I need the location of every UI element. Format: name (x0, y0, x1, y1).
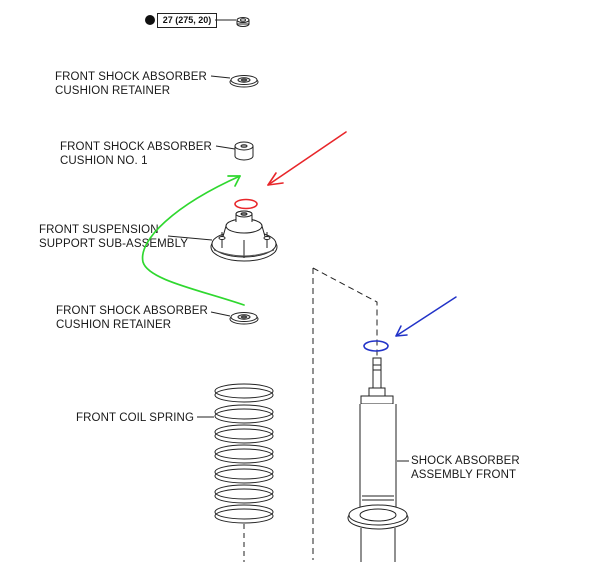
green-annotation (141, 175, 245, 306)
label-cushion-no1-1: FRONT SHOCK ABSORBER (60, 141, 212, 153)
leader-retainer-upper (210, 75, 231, 79)
label-cushion-retainer-upper-2: CUSHION RETAINER (55, 85, 171, 97)
shock-absorber-part (347, 357, 409, 562)
label-coil-spring: FRONT COIL SPRING (76, 412, 194, 424)
leader-cushion-no1 (215, 145, 236, 150)
guide-line-diagonal (312, 267, 378, 360)
label-cushion-retainer-upper-1: FRONT SHOCK ABSORBER (55, 71, 207, 83)
label-shock-1: SHOCK ABSORBER (411, 455, 520, 467)
label-support-1: FRONT SUSPENSION (39, 224, 159, 236)
suspension-support-part (210, 210, 278, 262)
blue-annotation (363, 296, 457, 352)
label-shock-2: ASSEMBLY FRONT (411, 469, 517, 481)
nut-icon (236, 17, 250, 27)
coil-spring-part (214, 383, 274, 562)
red-annotation (234, 131, 347, 210)
label-support-2: SUPPORT SUB-ASSEMBLY (39, 238, 188, 250)
cushion-retainer-upper-part (229, 75, 259, 88)
leader-support (167, 235, 213, 241)
cushion-no1-part (234, 141, 254, 161)
label-cushion-retainer-lower-2: CUSHION RETAINER (56, 319, 172, 331)
cushion-retainer-lower-part (229, 312, 259, 325)
torque-dot-icon (145, 15, 155, 25)
label-cushion-retainer-lower-1: FRONT SHOCK ABSORBER (56, 305, 208, 317)
leader-retainer-lower (210, 311, 231, 317)
label-cushion-no1-2: CUSHION NO. 1 (60, 155, 148, 167)
